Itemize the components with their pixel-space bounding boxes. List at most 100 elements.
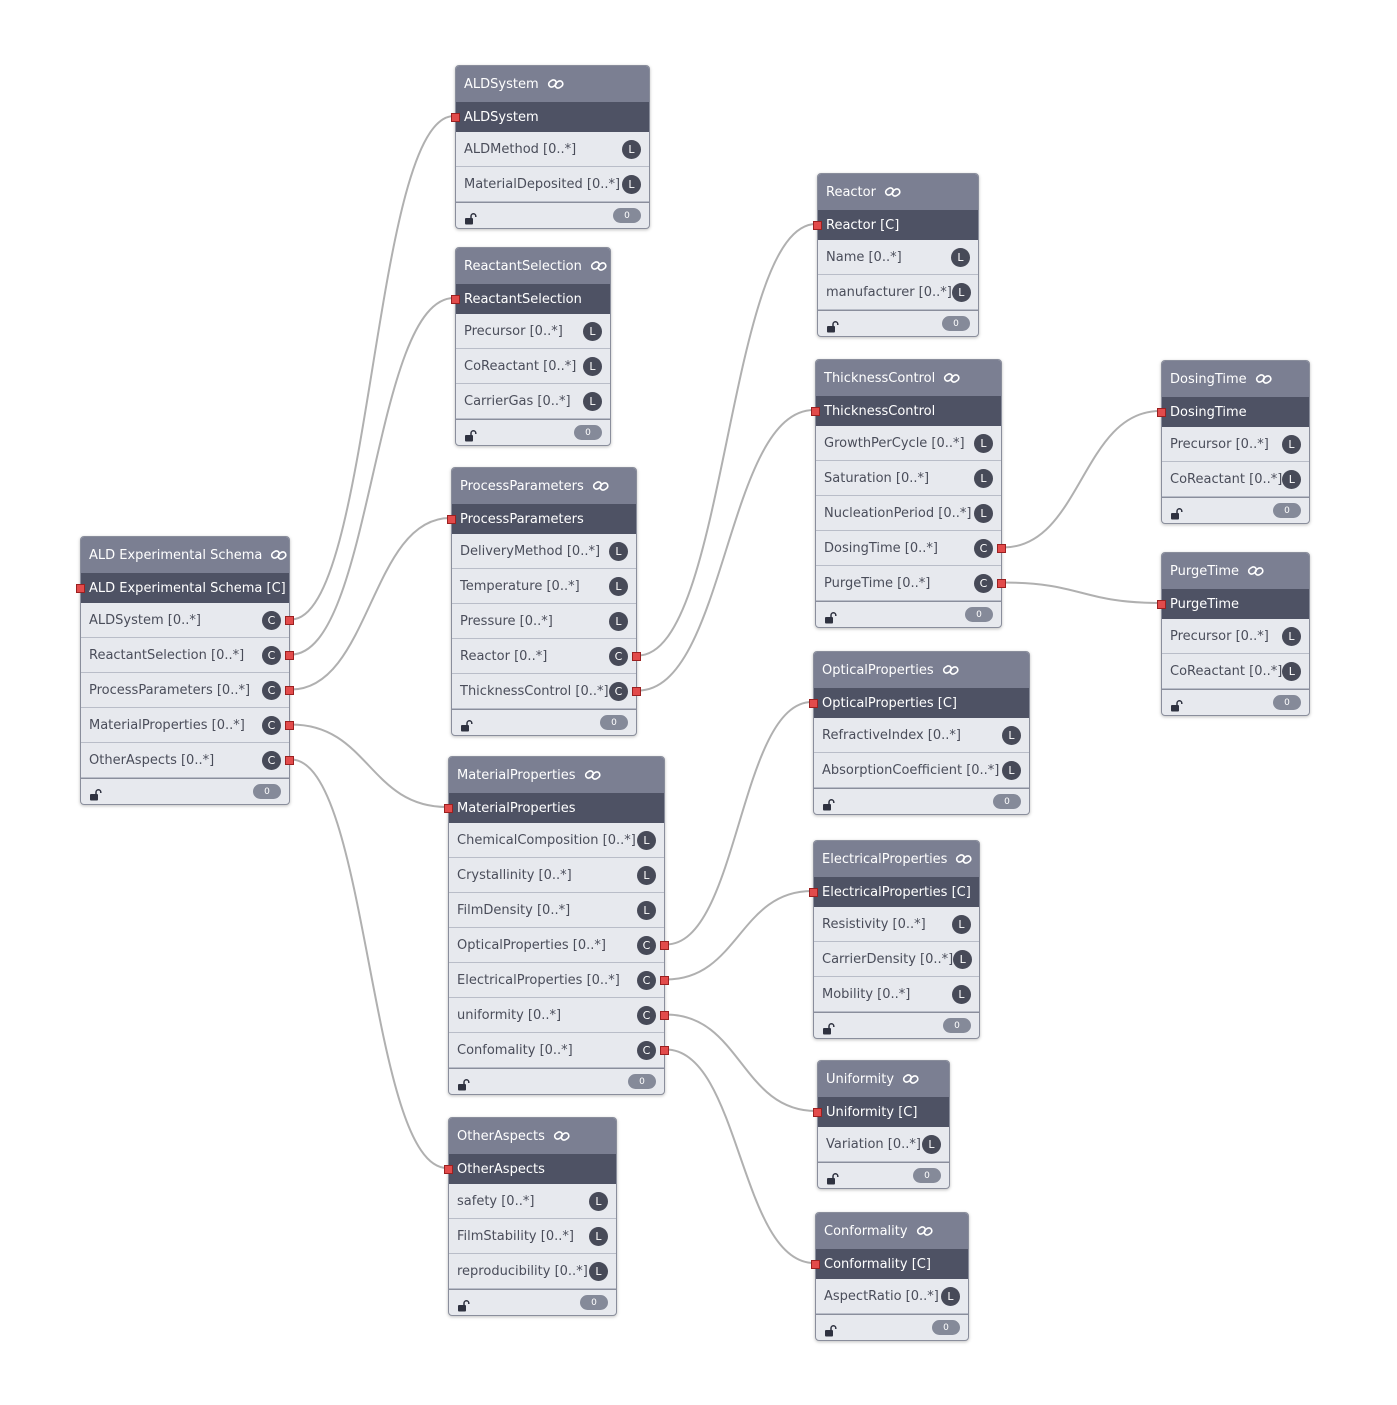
property-row[interactable]: MaterialDeposited [0..*]L: [456, 167, 649, 202]
property-row[interactable]: Pressure [0..*]L: [452, 604, 636, 639]
property-row[interactable]: ReactantSelection [0..*]C: [81, 638, 294, 673]
input-port[interactable]: [811, 407, 820, 416]
output-port[interactable]: [660, 1011, 669, 1020]
link-icon[interactable]: [943, 371, 961, 385]
property-row[interactable]: Resistivity [0..*]L: [814, 907, 979, 942]
link-icon[interactable]: [1247, 564, 1265, 578]
unlock-icon[interactable]: [824, 609, 838, 623]
output-port[interactable]: [660, 1046, 669, 1055]
property-row[interactable]: manufacturer [0..*]L: [818, 275, 978, 310]
property-row[interactable]: CoReactant [0..*]L: [1162, 462, 1309, 497]
property-row[interactable]: PurgeTime [0..*]C: [816, 566, 1006, 601]
link-icon[interactable]: [916, 1224, 934, 1238]
input-port[interactable]: [451, 295, 460, 304]
unlock-icon[interactable]: [460, 717, 474, 731]
property-row[interactable]: NucleationPeriod [0..*]L: [816, 496, 1001, 531]
property-row[interactable]: Precursor [0..*]L: [1162, 427, 1309, 462]
property-row[interactable]: ThicknessControl [0..*]C: [452, 674, 641, 709]
property-row[interactable]: ElectricalProperties [0..*]C: [449, 963, 669, 998]
unlock-icon[interactable]: [826, 1170, 840, 1184]
input-port[interactable]: [444, 804, 453, 813]
property-row[interactable]: DosingTime [0..*]C: [816, 531, 1006, 566]
link-icon[interactable]: [955, 852, 973, 866]
input-port[interactable]: [813, 1108, 822, 1117]
link-icon[interactable]: [1255, 372, 1273, 386]
input-port[interactable]: [813, 221, 822, 230]
node-title-bar[interactable]: OtherAspects: [449, 1118, 616, 1154]
output-port[interactable]: [285, 686, 294, 695]
property-row[interactable]: AspectRatio [0..*]L: [816, 1279, 968, 1314]
node-title-bar[interactable]: ThicknessControl: [816, 360, 1001, 396]
output-port[interactable]: [632, 652, 641, 661]
unlock-icon[interactable]: [1170, 505, 1184, 519]
output-port[interactable]: [285, 756, 294, 765]
property-row[interactable]: DeliveryMethod [0..*]L: [452, 534, 636, 569]
link-icon[interactable]: [942, 663, 960, 677]
unlock-icon[interactable]: [89, 786, 103, 800]
property-row[interactable]: CoReactant [0..*]L: [456, 349, 610, 384]
property-row[interactable]: CarrierGas [0..*]L: [456, 384, 610, 419]
property-row[interactable]: GrowthPerCycle [0..*]L: [816, 426, 1001, 461]
node-title-bar[interactable]: ReactantSelection: [456, 248, 610, 284]
output-port[interactable]: [632, 687, 641, 696]
node-title-bar[interactable]: Reactor: [818, 174, 978, 210]
unlock-icon[interactable]: [824, 1322, 838, 1336]
unlock-icon[interactable]: [826, 318, 840, 332]
link-icon[interactable]: [884, 185, 902, 199]
node-title-bar[interactable]: OpticalProperties: [814, 652, 1029, 688]
input-port[interactable]: [447, 515, 456, 524]
output-port[interactable]: [285, 651, 294, 660]
input-port[interactable]: [76, 584, 85, 593]
property-row[interactable]: Precursor [0..*]L: [456, 314, 610, 349]
link-icon[interactable]: [592, 479, 610, 493]
input-port[interactable]: [809, 888, 818, 897]
node-title-bar[interactable]: DosingTime: [1162, 361, 1309, 397]
input-port[interactable]: [1157, 600, 1166, 609]
property-row[interactable]: Mobility [0..*]L: [814, 977, 979, 1012]
node-title-bar[interactable]: Uniformity: [818, 1061, 949, 1097]
property-row[interactable]: ALDSystem [0..*]C: [81, 603, 294, 638]
input-port[interactable]: [809, 699, 818, 708]
unlock-icon[interactable]: [1170, 697, 1184, 711]
link-icon[interactable]: [547, 77, 565, 91]
link-icon[interactable]: [902, 1072, 920, 1086]
node-title-bar[interactable]: ProcessParameters: [452, 468, 636, 504]
unlock-icon[interactable]: [457, 1076, 471, 1090]
property-row[interactable]: MaterialProperties [0..*]C: [81, 708, 294, 743]
property-row[interactable]: Crystallinity [0..*]L: [449, 858, 664, 893]
node-title-bar[interactable]: PurgeTime: [1162, 553, 1309, 589]
unlock-icon[interactable]: [822, 796, 836, 810]
property-row[interactable]: Reactor [0..*]C: [452, 639, 641, 674]
property-row[interactable]: ChemicalComposition [0..*]L: [449, 823, 664, 858]
input-port[interactable]: [811, 1260, 820, 1269]
property-row[interactable]: RefractiveIndex [0..*]L: [814, 718, 1029, 753]
input-port[interactable]: [1157, 408, 1166, 417]
output-port[interactable]: [285, 721, 294, 730]
input-port[interactable]: [444, 1165, 453, 1174]
property-row[interactable]: FilmStability [0..*]L: [449, 1219, 616, 1254]
output-port[interactable]: [660, 941, 669, 950]
output-port[interactable]: [660, 976, 669, 985]
property-row[interactable]: AbsorptionCoefficient [0..*]L: [814, 753, 1029, 788]
unlock-icon[interactable]: [464, 210, 478, 224]
link-icon[interactable]: [553, 1129, 571, 1143]
output-port[interactable]: [997, 544, 1006, 553]
property-row[interactable]: Precursor [0..*]L: [1162, 619, 1309, 654]
input-port[interactable]: [451, 113, 460, 122]
property-row[interactable]: OtherAspects [0..*]C: [81, 743, 294, 778]
property-row[interactable]: Temperature [0..*]L: [452, 569, 636, 604]
link-icon[interactable]: [584, 768, 602, 782]
property-row[interactable]: ALDMethod [0..*]L: [456, 132, 649, 167]
unlock-icon[interactable]: [457, 1297, 471, 1311]
output-port[interactable]: [285, 616, 294, 625]
